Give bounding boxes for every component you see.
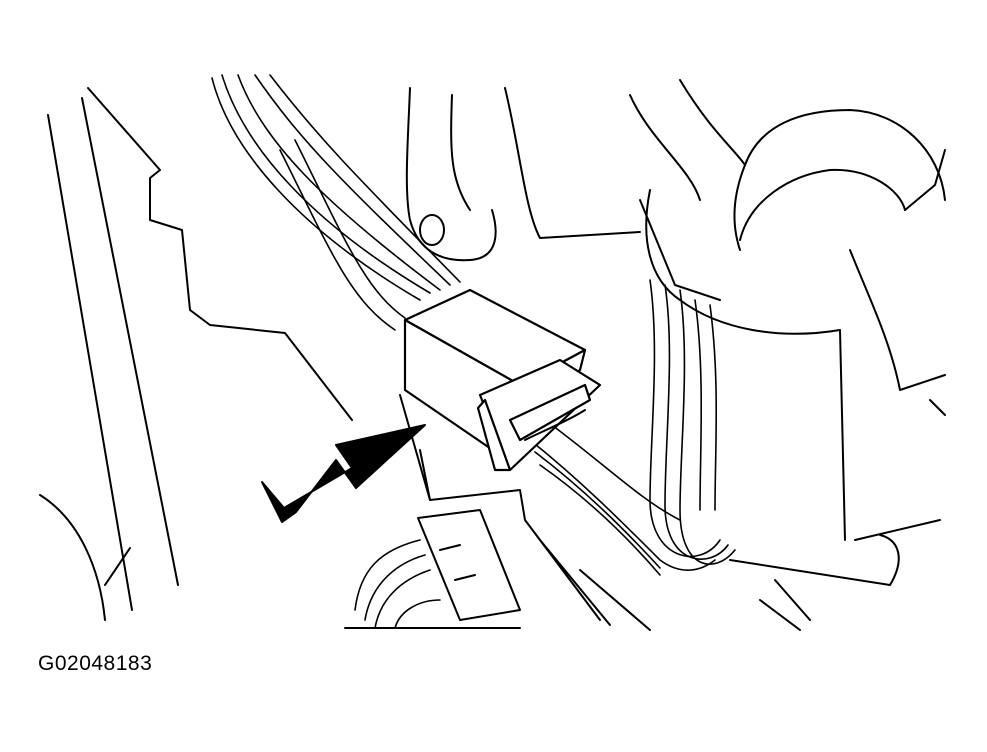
right-wire-bundle bbox=[529, 279, 736, 576]
upper-wire-bundle bbox=[211, 74, 461, 331]
blower-housing bbox=[629, 79, 946, 541]
lower-terminal-block bbox=[344, 509, 521, 629]
mounting-bracket bbox=[405, 87, 641, 262]
lower-right-structure bbox=[729, 519, 941, 631]
floor-panel bbox=[399, 394, 651, 631]
pointer-arrow-icon bbox=[261, 424, 426, 523]
connector bbox=[403, 288, 602, 472]
figure-code: G02048183 bbox=[38, 652, 153, 675]
left-panel-frame bbox=[39, 87, 353, 621]
